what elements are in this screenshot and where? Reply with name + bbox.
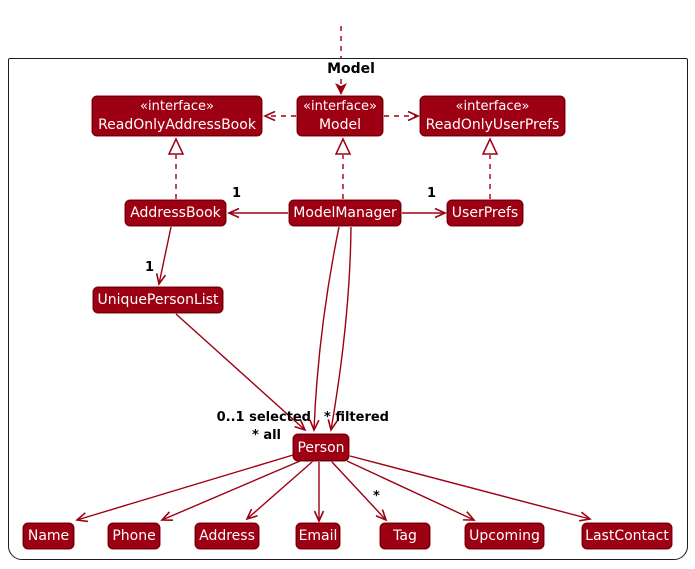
class-name-label: Model: [318, 117, 362, 133]
class-lastcontact: LastContact: [582, 523, 672, 549]
edge-modelmanager-person-filtered: [327, 226, 352, 432]
class-name: Name: [23, 523, 74, 549]
class-upcoming: Upcoming: [465, 523, 544, 549]
edge-person-address: [245, 452, 324, 521]
diagram-frame: [8, 58, 688, 560]
label-all: * all: [252, 428, 282, 443]
edge-modelmanager-person-selected: [309, 226, 340, 432]
class-uniquepersonlist: UniquePersonList: [93, 287, 223, 313]
class-name-label: Upcoming: [469, 528, 540, 544]
label-filtered: * filtered: [324, 410, 389, 425]
class-name-label: Email: [298, 528, 338, 544]
class-address: Address: [195, 523, 259, 549]
stereotype-label: «interface»: [140, 99, 214, 114]
class-name-label: UniquePersonList: [97, 292, 219, 308]
edge-uniquepersonlist-person: [175, 313, 307, 432]
class-name-label: AddressBook: [130, 205, 221, 221]
multiplicity-modelmanager-addressbook: 1: [232, 186, 242, 201]
class-phone: Phone: [108, 523, 160, 549]
stereotype-label: «interface»: [303, 99, 377, 114]
class-name-label: Person: [297, 439, 345, 456]
class-name-label: Address: [199, 528, 255, 544]
multiplicity-addressbook-uniquepersonlist: 1: [145, 260, 155, 275]
class-name-label: Tag: [393, 528, 417, 544]
class-person: Person: [293, 434, 349, 461]
class-modelmanager: ModelManager: [289, 200, 401, 226]
class-tag: Tag: [380, 523, 430, 549]
class-name-label: Name: [27, 528, 70, 544]
multiplicity-modelmanager-userprefs: 1: [427, 186, 437, 201]
edge-person-lastcontact: [335, 450, 592, 522]
label-selected: 0..1 selected: [216, 410, 311, 425]
class-name-label: ReadOnlyUserPrefs: [425, 117, 560, 133]
class-name-label: ModelManager: [293, 205, 397, 221]
class-email: Email: [296, 523, 340, 549]
diagram-title: Model: [327, 61, 375, 77]
class-name-label: UserPrefs: [451, 205, 519, 221]
class-addressbook: AddressBook: [125, 200, 226, 226]
class-readonlyaddressbook: «interface» ReadOnlyAddressBook: [92, 96, 262, 136]
edge-addressbook-uniquepersonlist: [155, 212, 177, 286]
class-name-label: Phone: [112, 528, 156, 544]
multiplicity-person-tag: *: [373, 489, 380, 504]
class-readonlyuserprefs: «interface» ReadOnlyUserPrefs: [420, 96, 565, 136]
class-userprefs: UserPrefs: [447, 200, 523, 226]
class-model-interface: «interface» Model: [297, 96, 383, 136]
class-name-label: ReadOnlyAddressBook: [98, 117, 256, 133]
edge-person-upcoming: [333, 454, 476, 521]
stereotype-label: «interface»: [455, 99, 530, 114]
class-name-label: LastContact: [585, 528, 669, 544]
